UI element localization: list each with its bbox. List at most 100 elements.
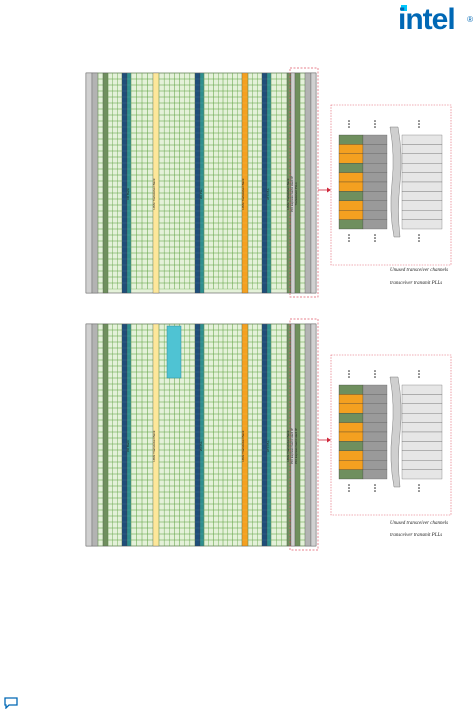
- column-teal-11: [199, 72, 205, 294]
- ellipsis-dot: [374, 120, 376, 122]
- column-gray-22: [304, 323, 312, 547]
- channel-block: [338, 172, 364, 183]
- logo-dot: [401, 5, 407, 11]
- column-label: ATX PLL: [266, 440, 270, 452]
- pll-block: [362, 450, 388, 461]
- unused-block: [401, 144, 443, 154]
- column-label: HSSI Transceiver Bank: [152, 178, 156, 210]
- ellipsis-dot: [374, 126, 376, 128]
- column-label: PCI Express Gen3 Hard IP: [290, 428, 294, 464]
- channel-block: [338, 384, 364, 395]
- column-light_gray-23: [310, 323, 317, 547]
- unused-block: [401, 450, 443, 461]
- channel-block: [338, 200, 364, 211]
- ellipsis-dot: [348, 240, 350, 242]
- ellipsis-dot: [418, 373, 420, 375]
- ellipsis-dot: [374, 484, 376, 486]
- hard-ip-block: [166, 325, 182, 379]
- channel-block: [338, 441, 364, 451]
- logo-registered: ®: [467, 15, 473, 24]
- unused-block: [401, 134, 443, 145]
- unused-block: [401, 460, 443, 470]
- callout-note-1b: transceiver transmit PLLs: [390, 281, 443, 286]
- channel-block: [338, 413, 364, 423]
- column-label: HSSI Transceiver Bank: [286, 430, 290, 462]
- ellipsis-dot: [418, 120, 420, 122]
- unused-block: [401, 200, 443, 211]
- ellipsis-dot: [418, 484, 420, 486]
- channel-block: [338, 450, 364, 461]
- column-teal-11: [199, 323, 205, 547]
- ellipsis-dot: [418, 123, 420, 125]
- pll-block: [362, 219, 388, 230]
- ellipsis-dot: [418, 237, 420, 239]
- ellipsis-dot: [348, 234, 350, 236]
- channel-block: [338, 431, 364, 442]
- ellipsis-dot: [374, 123, 376, 125]
- ellipsis-dot: [418, 370, 420, 372]
- channel-block: [338, 403, 364, 414]
- column-teal-16: [266, 323, 272, 547]
- column-blue-5: [121, 323, 128, 547]
- break-marker: [389, 376, 402, 488]
- logo-text: intel: [398, 3, 456, 36]
- channel-block: [338, 191, 364, 201]
- column-light_gray-0: [85, 323, 93, 547]
- column-gray-1: [91, 323, 99, 547]
- pll-block: [362, 181, 388, 192]
- ellipsis-dot: [374, 240, 376, 242]
- unused-block: [401, 431, 443, 442]
- ellipsis-dot: [418, 490, 420, 492]
- column-teal-6: [126, 323, 132, 547]
- column-light_gray-0: [85, 72, 93, 294]
- column-gray-22: [304, 72, 312, 294]
- channel-block: [338, 144, 364, 154]
- column-label: ATX PLL: [266, 188, 270, 200]
- column-teal-16: [266, 72, 272, 294]
- unused-block: [401, 210, 443, 220]
- channel-block: [338, 219, 364, 230]
- pll-block: [362, 134, 388, 145]
- column-label: Transceiver PLLs: [294, 182, 298, 206]
- ellipsis-dot: [374, 237, 376, 239]
- column-gray-1: [91, 72, 99, 294]
- ellipsis-dot: [348, 487, 350, 489]
- pll-block: [362, 153, 388, 164]
- channel-block: [338, 210, 364, 220]
- ellipsis-dot: [348, 126, 350, 128]
- unused-block: [401, 469, 443, 480]
- ellipsis-dot: [348, 120, 350, 122]
- pll-block: [362, 441, 388, 451]
- ellipsis-dot: [418, 240, 420, 242]
- unused-block: [401, 219, 443, 230]
- chat-bubble-icon[interactable]: [4, 697, 18, 709]
- column-label: PCI Express Gen3 Hard IP: [294, 428, 298, 464]
- ellipsis-dot: [348, 237, 350, 239]
- callout-note-1a: Unused transceiver channels: [390, 268, 449, 273]
- unused-block: [401, 384, 443, 395]
- unused-block: [401, 441, 443, 451]
- ellipsis-dot: [418, 376, 420, 378]
- pll-block: [362, 422, 388, 433]
- channel-block: [338, 153, 364, 164]
- unused-block: [401, 422, 443, 433]
- unused-block: [401, 181, 443, 192]
- unused-block: [401, 172, 443, 183]
- ellipsis-dot: [418, 487, 420, 489]
- intel-logo: intel ®: [398, 2, 473, 38]
- pll-block: [362, 431, 388, 442]
- pll-block: [362, 413, 388, 423]
- column-blue-15: [261, 323, 268, 547]
- column-label: HSSI Transceiver Bank: [286, 178, 290, 210]
- pll-block: [362, 172, 388, 183]
- channel-block: [338, 134, 364, 145]
- unused-block: [401, 191, 443, 201]
- column-label: I/O Bank: [126, 188, 130, 200]
- channel-block: [338, 469, 364, 480]
- unused-block: [401, 153, 443, 164]
- callout-arrowhead: [327, 437, 331, 443]
- column-blue-15: [261, 72, 268, 294]
- highlight-box: [289, 67, 319, 298]
- ellipsis-dot: [348, 370, 350, 372]
- ellipsis-dot: [374, 234, 376, 236]
